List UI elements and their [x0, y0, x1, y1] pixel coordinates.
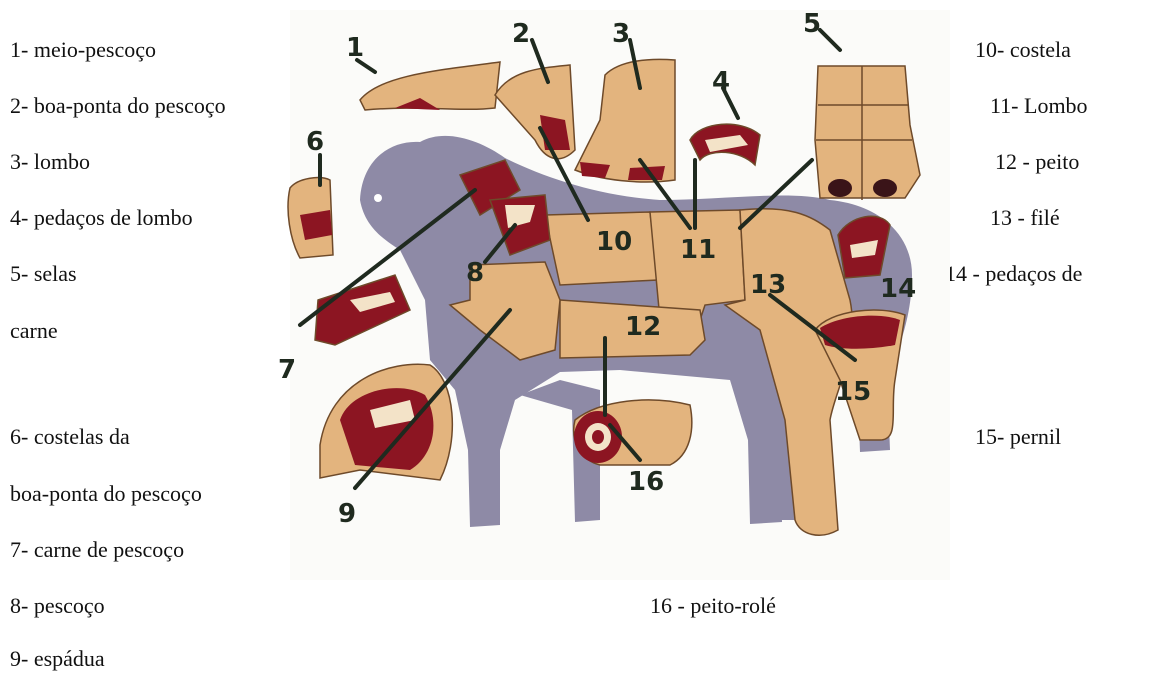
number-9: 9 — [338, 499, 356, 529]
number-14: 14 — [880, 274, 916, 304]
number-1: 1 — [346, 33, 364, 63]
number-13: 13 — [750, 270, 786, 300]
number-6: 6 — [306, 127, 324, 157]
cut-6-piece — [288, 178, 333, 258]
cut-16-piece — [574, 400, 692, 465]
number-5: 5 — [803, 9, 821, 39]
number-10: 10 — [596, 227, 632, 257]
number-3: 3 — [612, 19, 630, 49]
number-16: 16 — [628, 467, 664, 497]
cut-5-piece — [815, 66, 920, 200]
number-2: 2 — [512, 19, 530, 49]
sheep-eye — [374, 194, 382, 202]
number-11: 11 — [680, 235, 716, 265]
number-15: 15 — [835, 377, 871, 407]
number-7: 7 — [278, 355, 296, 385]
number-4: 4 — [712, 67, 730, 97]
number-12: 12 — [625, 312, 661, 342]
number-8: 8 — [466, 258, 484, 288]
